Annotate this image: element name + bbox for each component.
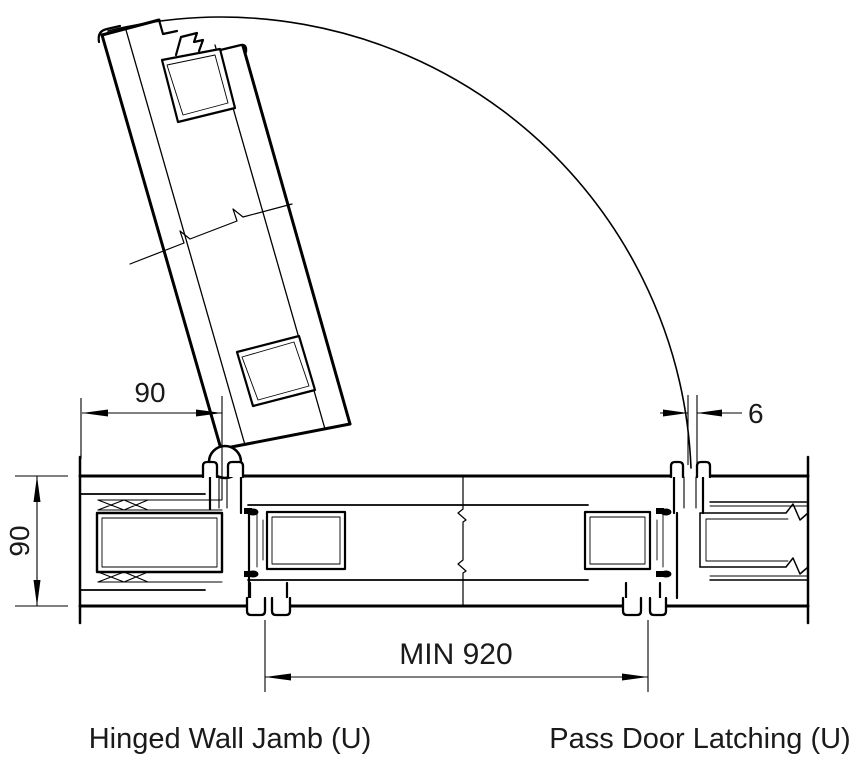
open-leaf-break-line	[129, 203, 293, 265]
caption-pass-door-latching: Pass Door Latching (U)	[549, 723, 850, 755]
wall-stud-box	[95, 511, 224, 574]
wall-break-bottom	[699, 557, 809, 575]
dimension-text-latch-gap: 6	[748, 398, 764, 429]
open-door-leaf	[97, 18, 352, 451]
dimension-wall-thickness: 90	[4, 475, 68, 607]
closed-door-leaf	[241, 474, 673, 608]
wall-left-segment	[78, 455, 249, 625]
latch-jamb-profile	[621, 460, 712, 617]
closed-leaf-latch-stile	[583, 510, 652, 571]
open-leaf-latch-stile	[160, 47, 237, 124]
hinge-jamb-profile	[201, 444, 292, 617]
wall-right-segment	[664, 455, 810, 625]
dimension-text-hinge-offset: 90	[134, 377, 165, 408]
closed-leaf-hinge-stile	[265, 510, 347, 571]
door-interlock-hook	[157, 18, 248, 57]
closed-leaf-break-line	[457, 476, 467, 607]
packing-strip-bottom	[97, 571, 223, 583]
wall-break-top	[699, 503, 809, 521]
open-leaf-hinge-stile	[235, 334, 317, 408]
dimension-clear-opening: MIN 920	[264, 620, 649, 692]
dimension-text-clear-opening: MIN 920	[399, 638, 512, 671]
door-swing-arc	[107, 16, 692, 469]
dimension-text-wall-thickness: 90	[4, 525, 35, 556]
caption-hinged-wall-jamb: Hinged Wall Jamb (U)	[89, 723, 372, 755]
dimension-hinge-offset: 90	[80, 377, 223, 500]
dimension-latch-gap: 6	[660, 395, 764, 465]
packing-strip-top	[97, 499, 223, 511]
